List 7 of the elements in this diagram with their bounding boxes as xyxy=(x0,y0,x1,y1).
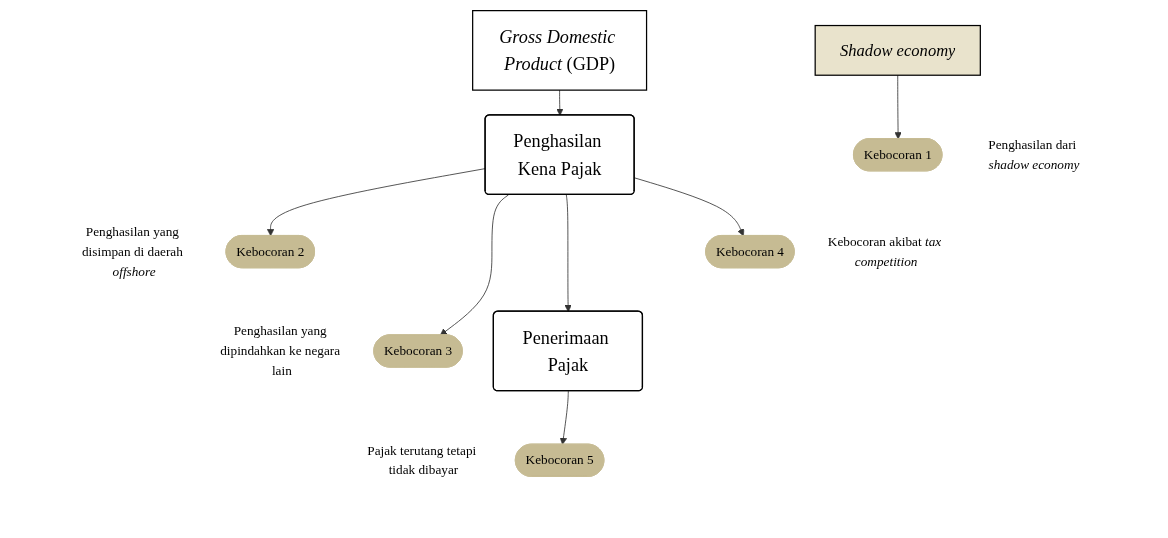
node-label: Penghasilan yang disimpan di daerah offshore xyxy=(81,224,183,279)
node-box: Gross Domestic Product (GDP) xyxy=(472,10,648,91)
node-label: Kebocoran akibat tax competition xyxy=(827,234,942,269)
node-label: Pajak terutang tetapi tidak dibayar xyxy=(367,442,477,477)
node-label: Penghasilan yang dipindahkan ke negara lain xyxy=(220,323,341,378)
node-label: Penghasilan dari shadow economy xyxy=(988,137,1080,172)
node-box: Shadow economy xyxy=(814,24,981,76)
